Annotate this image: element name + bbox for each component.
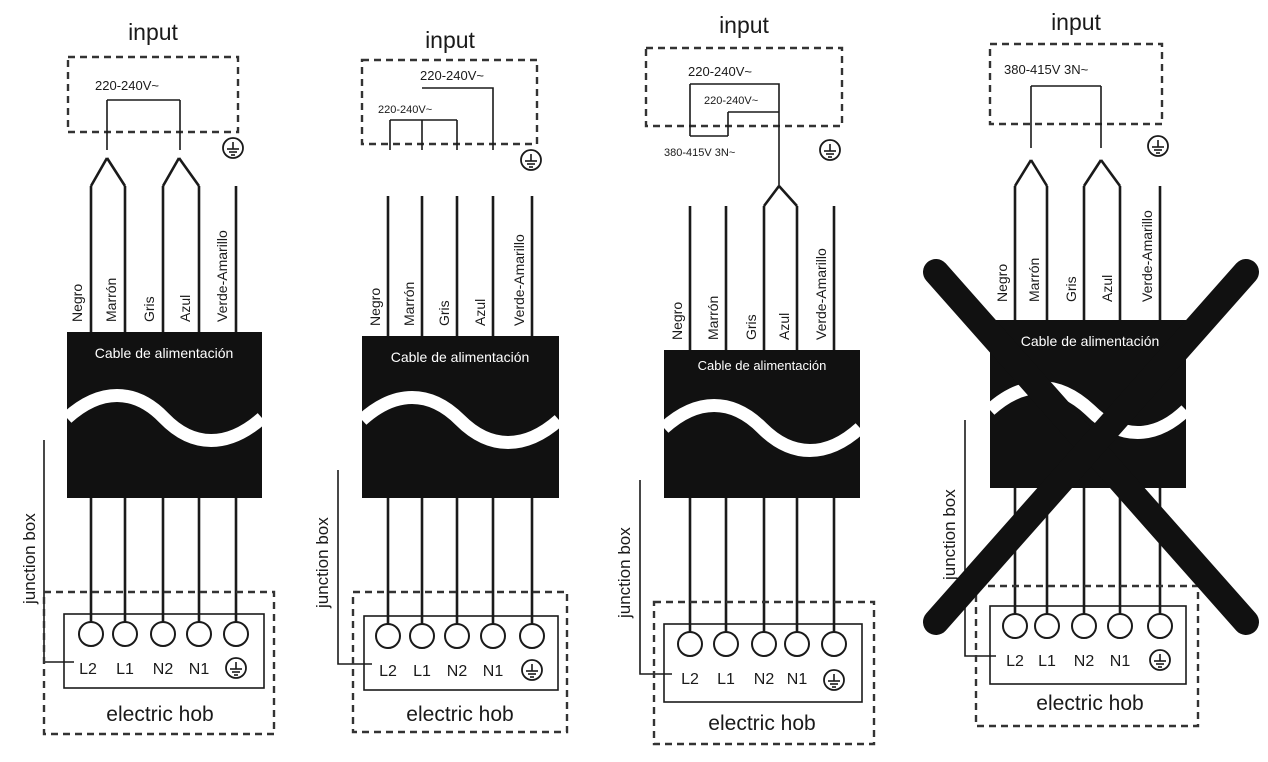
wire-label-gris: Gris [743, 314, 759, 340]
wire-label-marron: Marrón [103, 278, 119, 322]
wire-label-gris: Gris [436, 300, 452, 326]
wire-label-azul: Azul [177, 295, 193, 322]
voltage-label: 220-240V~ [95, 78, 159, 93]
wire-label-marron: Marrón [705, 296, 721, 340]
input-label: input [1051, 9, 1101, 35]
terminal-label-l1: L1 [116, 661, 134, 678]
ground-icon [823, 669, 845, 691]
diagram-2: input 220-240V~ 220-240V~ Negro Marrón G… [313, 27, 569, 734]
diagram-3: input 220-240V~ 220-240V~ 380-415V 3N~ N… [615, 12, 876, 746]
terminal-label-l2: L2 [79, 661, 97, 678]
terminal-label-l2: L2 [681, 671, 699, 688]
terminal-label-n2: N2 [1074, 653, 1095, 670]
terminal-label-n2: N2 [153, 661, 174, 678]
prohibited-cross-icon [923, 259, 1259, 635]
diagram-1: input 220-240V~ Negro Marrón Gris Azul V… [20, 19, 276, 736]
wire-label-verde-amarillo: Verde-Amarillo [813, 248, 829, 340]
electric-hob-label: electric hob [106, 703, 213, 726]
terminal-block [63, 613, 265, 689]
terminal-label-l2: L2 [379, 663, 397, 680]
wire-label-negro: Negro [669, 302, 685, 340]
wire-label-marron: Marrón [401, 282, 417, 326]
electric-hob-box [652, 600, 876, 746]
input-box [988, 42, 1164, 126]
ground-icon [225, 657, 247, 679]
terminal-label-n1: N1 [1110, 653, 1131, 670]
ground-icon [1149, 649, 1171, 671]
wire-label-gris: Gris [1063, 276, 1079, 302]
input-box [66, 55, 240, 134]
wire-label-azul: Azul [776, 313, 792, 340]
voltage-label: 220-240V~ [704, 95, 758, 107]
terminal-label-n2: N2 [754, 671, 775, 688]
terminal-label-l1: L1 [413, 663, 431, 680]
electric-hob-label: electric hob [1036, 692, 1143, 715]
wire-label-negro: Negro [367, 288, 383, 326]
terminal-label-n1: N1 [189, 661, 210, 678]
terminal-label-l1: L1 [717, 671, 735, 688]
wire-label-marron: Marrón [1026, 258, 1042, 302]
electric-hob-box [42, 590, 276, 736]
cable-label: Cable de alimentación [1021, 333, 1160, 349]
voltage-label: 220-240V~ [420, 68, 484, 83]
cable-label: Cable de alimentación [95, 345, 234, 361]
ground-icon [1147, 135, 1169, 157]
junction-box-label: junction box [940, 489, 959, 581]
terminal-label-n2: N2 [447, 663, 468, 680]
wire-label-verde-amarillo: Verde-Amarillo [1139, 210, 1155, 302]
cable-label: Cable de alimentación [698, 358, 827, 373]
terminal-label-l1: L1 [1038, 653, 1056, 670]
wire-label-verde-amarillo: Verde-Amarillo [214, 230, 230, 322]
ground-icon [520, 149, 542, 171]
voltage-label: 380-415V 3N~ [1004, 62, 1089, 77]
electric-hob-label: electric hob [708, 712, 815, 735]
wire-label-azul: Azul [472, 299, 488, 326]
wire-label-azul: Azul [1099, 275, 1115, 302]
input-box [644, 46, 844, 128]
wire-label-negro: Negro [994, 264, 1010, 302]
terminal-label-l2: L2 [1006, 653, 1024, 670]
electric-hob-label: electric hob [406, 703, 513, 726]
wire-label-verde-amarillo: Verde-Amarillo [511, 234, 527, 326]
junction-box-label: junction box [313, 517, 332, 609]
voltage-label: 220-240V~ [378, 104, 432, 116]
terminal-block [663, 623, 863, 703]
junction-box-label: junction box [20, 513, 39, 605]
terminal-block [989, 605, 1187, 685]
wire-label-negro: Negro [69, 284, 85, 322]
ground-icon [222, 137, 244, 159]
diagram-4: input 380-415V 3N~ Negro Marrón Gris Azu… [923, 9, 1259, 728]
wire-label-gris: Gris [141, 296, 157, 322]
terminal-label-n1: N1 [787, 671, 808, 688]
ground-icon [521, 659, 543, 681]
ground-icon [819, 139, 841, 161]
terminal-label-n1: N1 [483, 663, 504, 680]
input-label: input [128, 19, 178, 45]
cable-label: Cable de alimentación [391, 349, 530, 365]
input-box [360, 58, 539, 146]
voltage-label: 380-415V 3N~ [664, 147, 735, 159]
input-label: input [719, 12, 769, 38]
junction-box-label: junction box [615, 527, 634, 619]
input-label: input [425, 27, 475, 53]
terminal-block [363, 615, 559, 691]
voltage-label: 220-240V~ [688, 64, 752, 79]
electric-hob-box [351, 590, 569, 734]
electric-hob-box [974, 584, 1200, 728]
